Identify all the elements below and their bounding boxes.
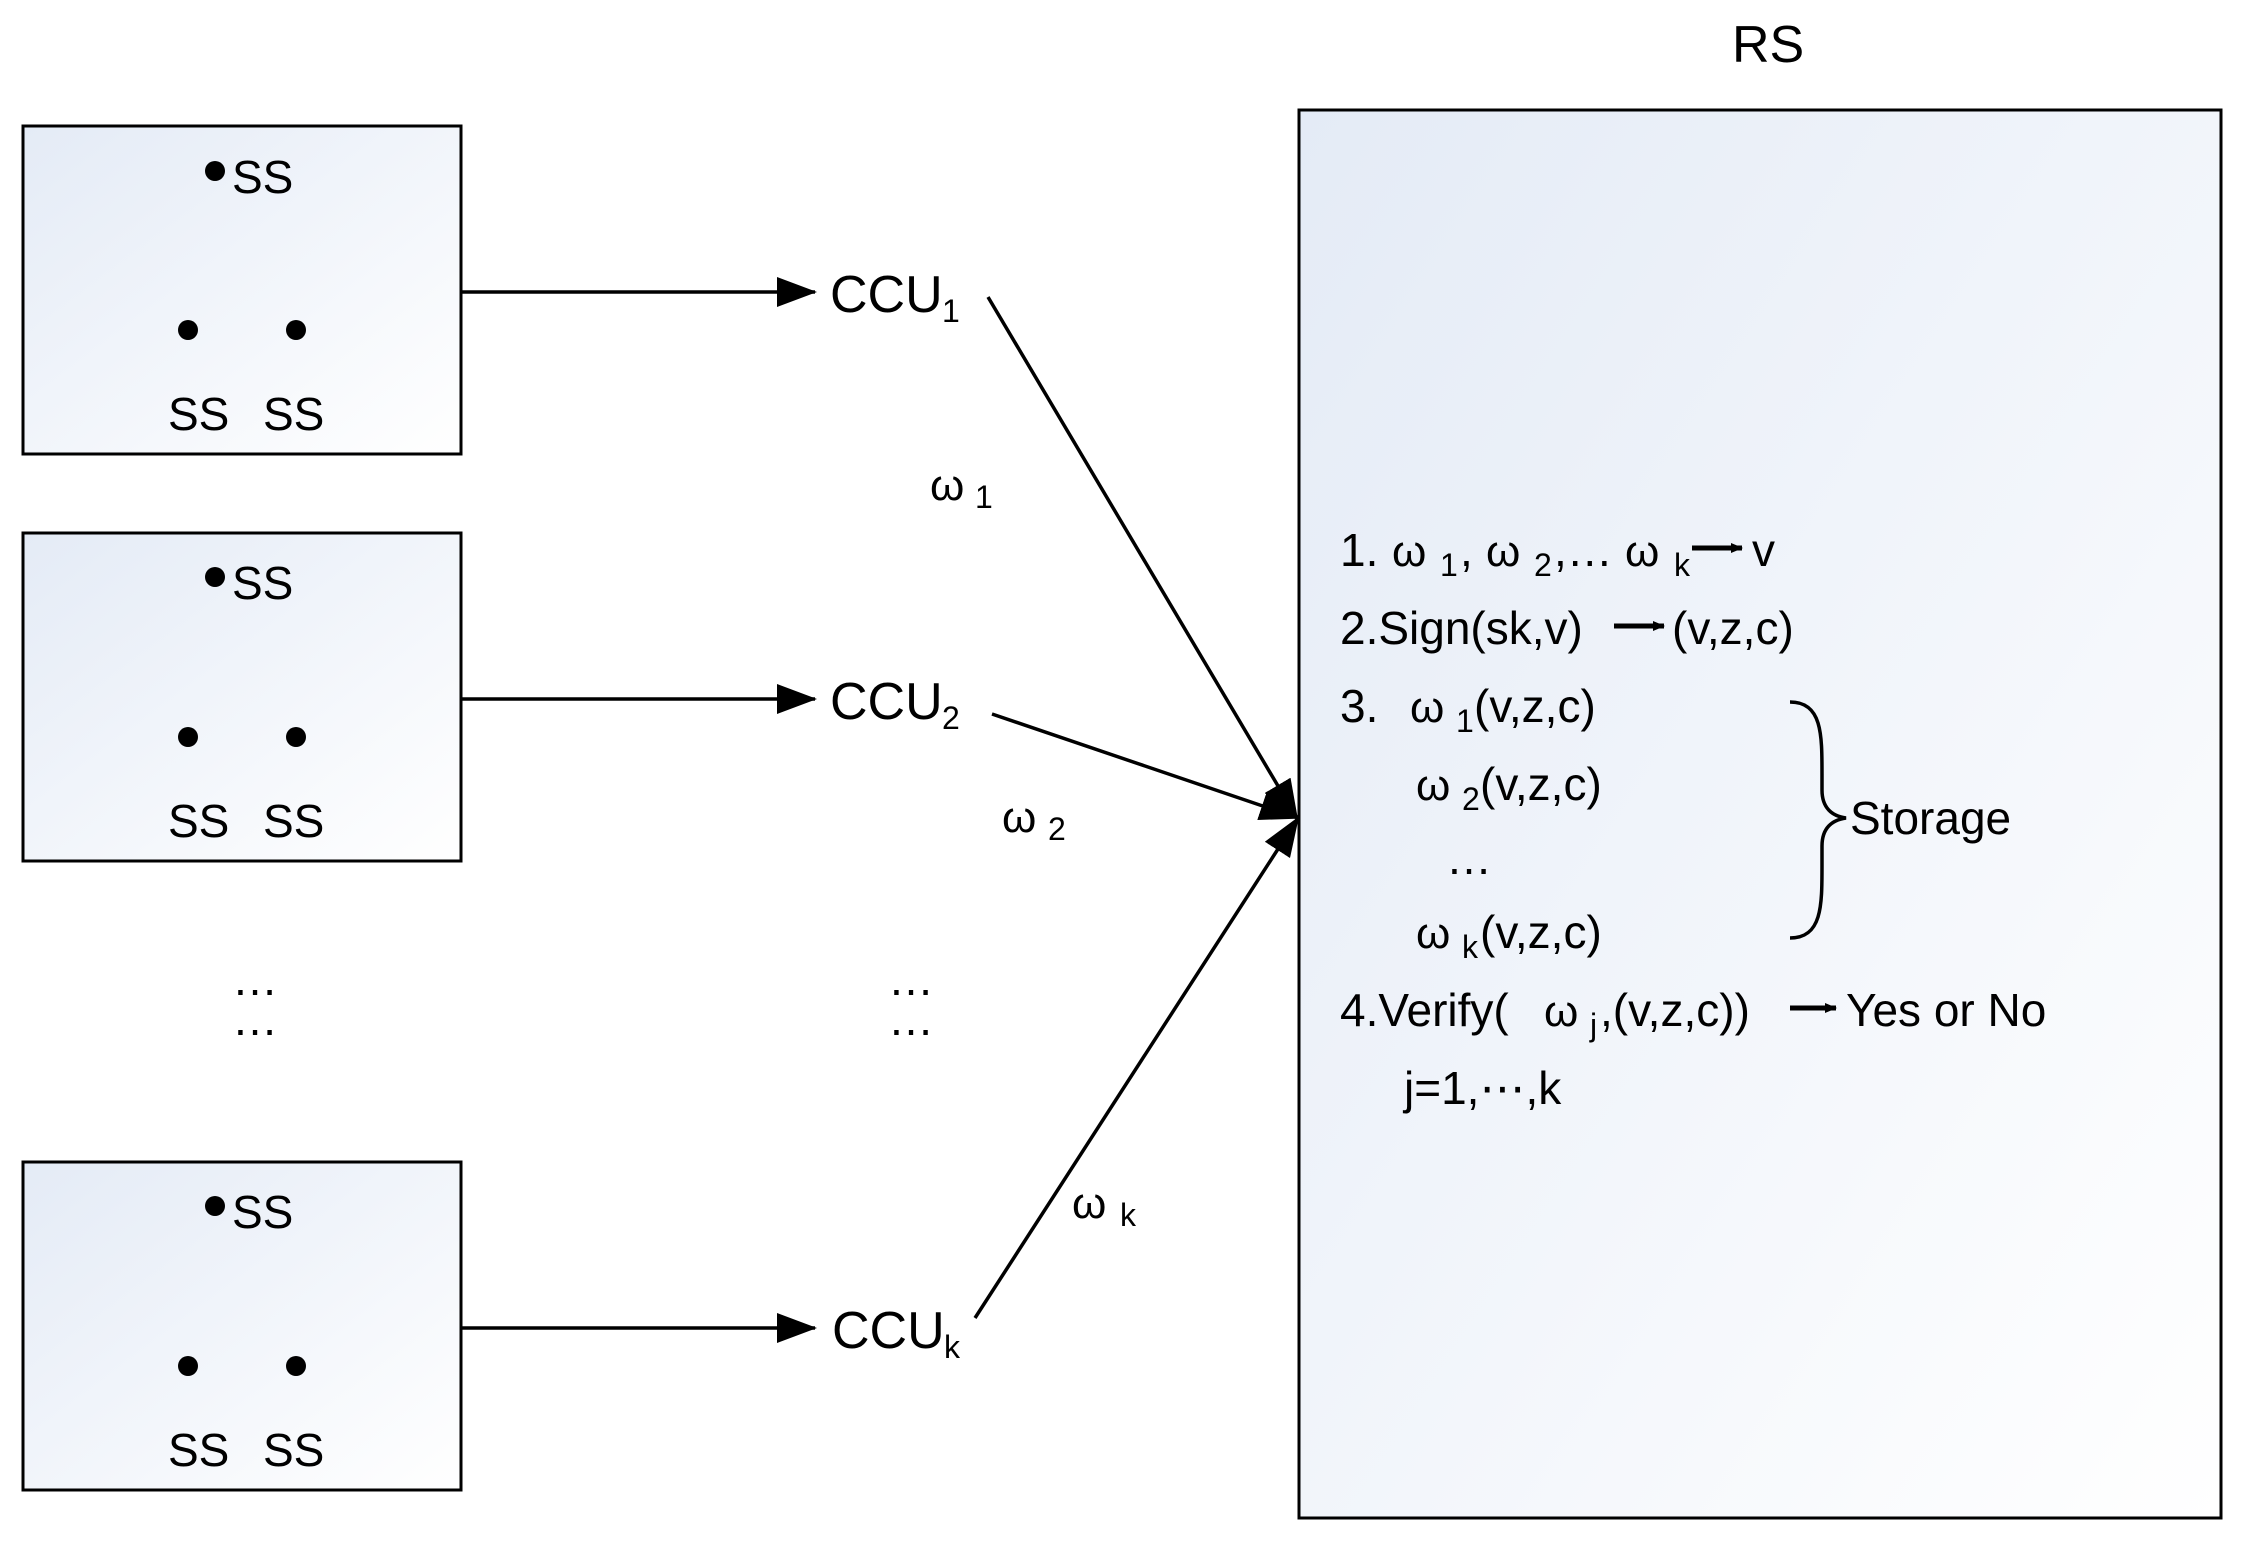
edge-label-omega-1: ω 1 [930, 461, 993, 515]
step-number: 1. [1340, 524, 1378, 576]
arrow-ccu2-to-rs [991, 712, 1300, 820]
edge-label-omega-2: ω 2 [1002, 793, 1066, 847]
omega-symbol: ω [1544, 987, 1578, 1036]
omega-subscript: 1 [1440, 547, 1458, 583]
omega-subscript: 1 [975, 479, 993, 515]
omega-subscript: 2 [1462, 781, 1480, 817]
ccu-1: CCU 1 [830, 266, 960, 329]
sensor-group-box [21, 124, 463, 456]
sensor-label: SS [263, 1424, 324, 1476]
omega-symbol: ω [1002, 793, 1036, 842]
sensor-label: SS [263, 795, 324, 847]
ccu-label: CCU [830, 266, 943, 324]
sensor-node-dot [178, 727, 198, 747]
omega-subscript: k [1674, 547, 1691, 583]
step-text: 4.Verify( [1340, 984, 1509, 1036]
separator: , [1460, 524, 1473, 576]
omega-symbol: ω [1072, 1179, 1106, 1228]
sensor-node-dot [178, 1356, 198, 1376]
ellipsis-middle-top: … [888, 953, 934, 1005]
edge-label-omega-k: ω k [1072, 1179, 1137, 1233]
curly-brace-icon [1789, 700, 1847, 940]
sensor-label: SS [168, 388, 229, 440]
stored-tuple: (v,z,c) [1480, 906, 1602, 958]
sensor-group-2: SS SS SS [21, 531, 463, 863]
sensor-label: SS [232, 151, 293, 203]
rs-step-2: 2.Sign(sk,v) (v,z,c) [1340, 602, 1794, 654]
sensor-group-1: SS SS SS [21, 124, 463, 456]
rs-step-4: 4.Verify( ω j ,(v,z,c)) Yes or No j=1,⋯,… [1340, 984, 2046, 1114]
omega-symbol: ω [1410, 683, 1444, 732]
arrow-ccuk-to-rs [973, 816, 1300, 1319]
rs-title: RS [1732, 16, 1804, 74]
sensor-label: SS [168, 1424, 229, 1476]
omega-subscript: j [1589, 1007, 1597, 1043]
ccu-subscript: 2 [942, 700, 960, 736]
sensor-node-dot [205, 161, 225, 181]
sensor-group-k: SS SS SS [21, 1160, 463, 1492]
step-result: v [1752, 524, 1775, 576]
storage-label: Storage [1850, 792, 2011, 844]
arrow-ccu1-to-rs [986, 296, 1299, 820]
index-range: j=1,⋯,k [1402, 1062, 1562, 1114]
sensor-label: SS [232, 1186, 293, 1238]
omega-subscript: k [1462, 929, 1479, 965]
separator: ,… [1554, 524, 1613, 576]
storage-ellipsis: … [1446, 832, 1492, 884]
sensor-group-box [21, 1160, 463, 1492]
step-result: Yes or No [1846, 984, 2046, 1036]
ellipsis-left-bottom: … [232, 993, 278, 1045]
sensor-node-dot [205, 567, 225, 587]
sensor-group-box [21, 531, 463, 863]
sensor-node-dot [178, 320, 198, 340]
omega-symbol: ω [1486, 527, 1520, 576]
sensor-node-dot [286, 1356, 306, 1376]
rs-step-3: 3. ω 1 (v,z,c) ω 2 (v,z,c) … ω k (v,z,c)… [1340, 680, 2011, 965]
omega-symbol: ω [1416, 761, 1450, 810]
sensor-node-dot [205, 1196, 225, 1216]
ccu-subscript: 1 [942, 293, 960, 329]
sensor-node-dot [286, 320, 306, 340]
stored-tuple: (v,z,c) [1480, 758, 1602, 810]
ccu-label: CCU [830, 673, 943, 731]
step-args: ,(v,z,c)) [1600, 984, 1750, 1036]
omega-symbol: ω [1625, 527, 1659, 576]
omega-subscript: k [1120, 1197, 1137, 1233]
ccu-subscript: k [944, 1329, 961, 1365]
step-text: 2.Sign(sk,v) [1340, 602, 1583, 654]
ccu-2: CCU 2 [830, 673, 960, 736]
step-number: 3. [1340, 680, 1378, 732]
ellipsis-middle-bottom: … [888, 993, 934, 1045]
omega-symbol: ω [1392, 527, 1426, 576]
step-result: (v,z,c) [1672, 602, 1794, 654]
sensor-label: SS [263, 388, 324, 440]
omega-symbol: ω [1416, 909, 1450, 958]
ccu-k: CCU k [832, 1302, 961, 1365]
sensor-label: SS [232, 557, 293, 609]
ellipsis-left-top: … [232, 953, 278, 1005]
omega-subscript: 1 [1456, 703, 1474, 739]
sensor-label: SS [168, 795, 229, 847]
ccu-label: CCU [832, 1302, 945, 1360]
omega-symbol: ω [930, 461, 964, 510]
omega-subscript: 2 [1534, 547, 1552, 583]
sensor-node-dot [286, 727, 306, 747]
omega-subscript: 2 [1048, 811, 1066, 847]
stored-tuple: (v,z,c) [1474, 680, 1596, 732]
rs-panel [1297, 108, 2223, 1520]
rs-step-1: 1. ω 1 , ω 2 ,… ω k v [1340, 524, 1775, 583]
